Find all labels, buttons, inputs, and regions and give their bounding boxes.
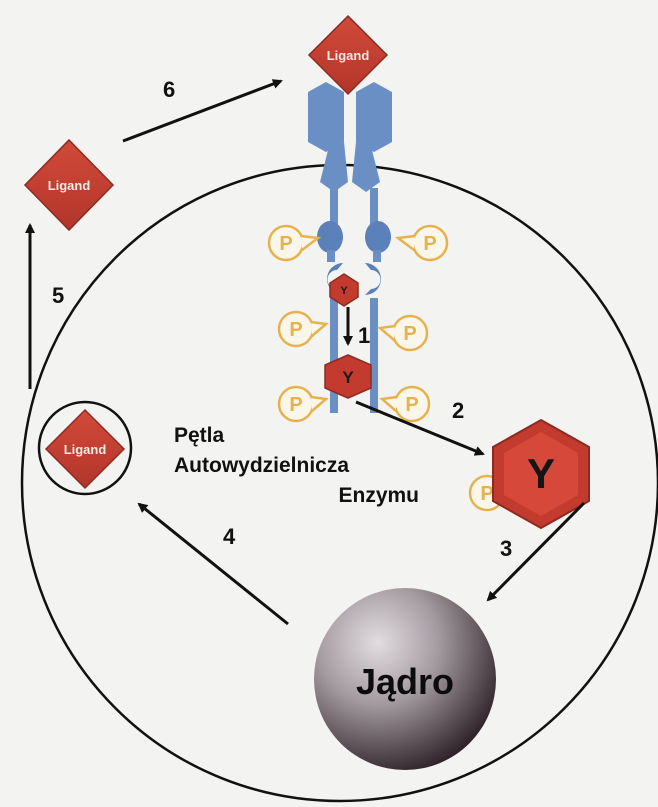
arrow-step-4 <box>139 504 288 624</box>
phosphate-label: P <box>403 323 416 345</box>
loop-title-line-3: Enzymu <box>338 484 419 507</box>
step-number-6: 6 <box>163 77 175 102</box>
step-number-3: 3 <box>500 536 512 561</box>
enzyme-medium: Y <box>325 355 371 398</box>
ligand-secreted: Ligand <box>25 140 113 230</box>
phosphate-label: P <box>289 394 302 416</box>
phosphate-label: P <box>289 319 302 341</box>
step-number-4: 4 <box>223 524 236 549</box>
ligand-in-vesicle: Ligand <box>39 402 131 494</box>
phosphate-label: P <box>423 233 436 255</box>
step-number-5: 5 <box>52 283 64 308</box>
phosphate-icon <box>269 226 318 260</box>
ligand-on-receptor: Ligand <box>309 16 387 94</box>
phosphate-label: P <box>405 394 418 416</box>
ligand-label: Ligand <box>327 48 370 63</box>
loop-title-line-1: Pętla <box>174 424 225 447</box>
enzyme-label: Y <box>340 285 348 297</box>
loop-title-line-2: Autowydzielnicza <box>174 454 349 477</box>
phosphate-label: P <box>480 483 493 505</box>
step-number-2: 2 <box>452 398 464 423</box>
enzyme-label: Y <box>342 368 354 387</box>
ligand-label: Ligand <box>64 442 107 457</box>
ligand-label: Ligand <box>48 178 91 193</box>
arrow-step-6 <box>123 81 281 141</box>
nucleus: Jądro <box>314 588 496 770</box>
nucleus-label: Jądro <box>356 661 454 702</box>
phosphate-label: P <box>279 233 292 255</box>
step-number-1: 1 <box>358 323 370 348</box>
enzyme-label: Y <box>527 450 555 497</box>
